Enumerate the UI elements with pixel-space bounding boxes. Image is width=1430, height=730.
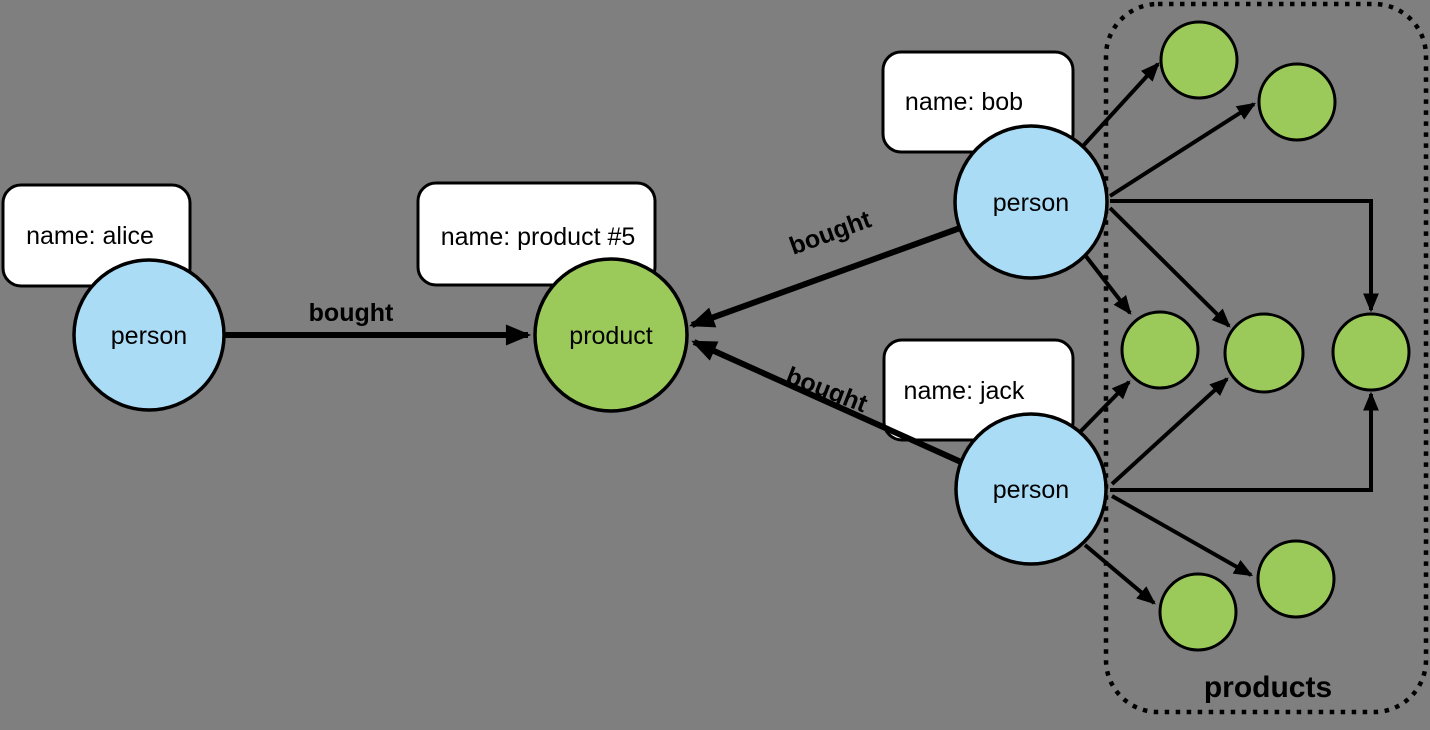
node-product-2 [1257,62,1337,142]
node-product-3 [1120,310,1200,390]
node-person-alice [72,258,226,412]
edge-jack-product-6 [1083,543,1156,605]
node-product-4 [1223,312,1305,394]
node-product5 [533,257,689,413]
products-group-container [1103,1,1429,715]
property-text-product5: name: product #5 [441,223,636,251]
edge-label-alice-bought: bought [309,299,394,327]
products-group-label: products [1204,671,1332,704]
node-label-bob: person [993,189,1069,217]
node-label-product5: product [569,322,652,350]
property-text-alice: name: alice [26,222,154,250]
edge-bob-product-5-elbow [1110,199,1379,313]
edge-jack-product-3 [1078,380,1131,434]
edge-bob-product-2 [1108,102,1257,198]
node-product-1 [1159,20,1239,100]
node-label-alice: person [111,322,187,350]
edge-bob-product-3 [1083,253,1132,315]
edge-bob-product-1 [1081,62,1160,148]
node-product-6 [1158,572,1238,652]
edge-bob-product-4 [1108,206,1231,328]
edge-bob-bought-product [689,225,962,328]
node-label-jack: person [993,476,1069,504]
edge-jack-product-5-elbow [1110,391,1379,492]
edge-jack-bought-product [691,339,963,465]
property-text-bob: name: bob [905,88,1023,116]
node-person-jack [954,412,1108,566]
node-person-bob [953,124,1109,280]
edge-jack-product-7 [1111,494,1254,577]
property-text-jack: name: jack [904,377,1025,405]
edge-jack-product-4 [1110,377,1229,486]
node-product-5 [1331,312,1411,392]
node-product-7 [1256,539,1336,619]
